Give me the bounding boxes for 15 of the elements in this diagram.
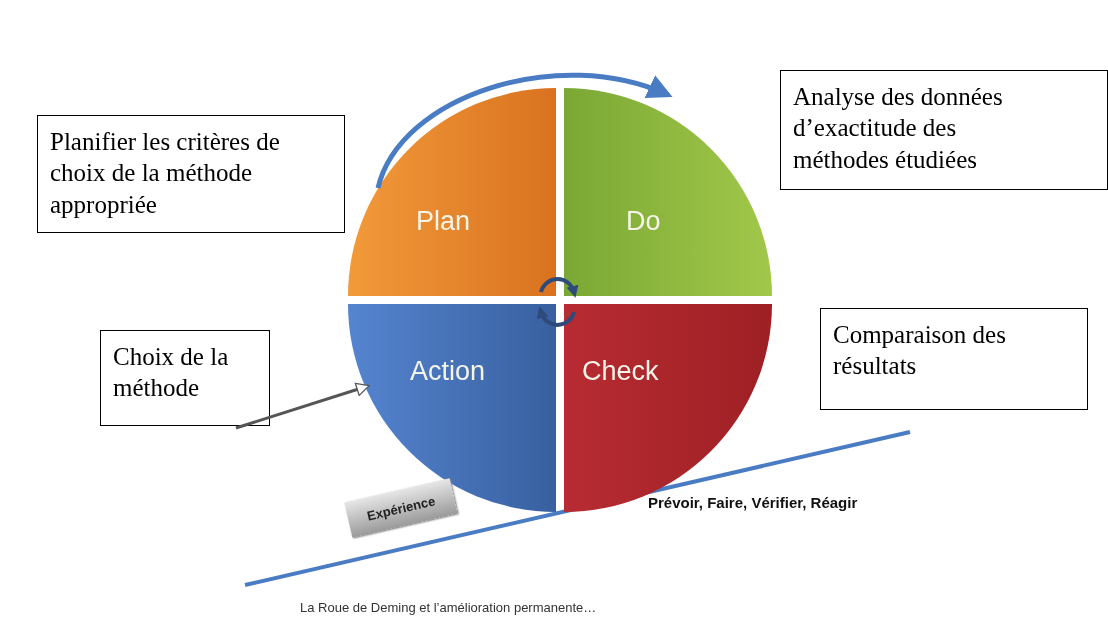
quadrant-label: Do <box>626 206 661 237</box>
arrow <box>235 382 370 430</box>
note-box: Comparaison des résultats <box>820 308 1088 410</box>
curved-arrow <box>537 306 576 327</box>
note-box: Analyse des données d’exactitude des méthodes étudiées <box>780 70 1108 190</box>
curved-arrow <box>375 72 673 189</box>
quadrant-label: Check <box>582 356 659 387</box>
curved-arrow <box>539 277 578 298</box>
quadrant-label: Action <box>410 356 486 387</box>
note-box: Choix de la méthode <box>100 330 270 426</box>
note-box: Planifier les critères de choix de la méthode appropriée <box>37 115 345 233</box>
caption: La Roue de Deming et l’amélioration permanente… <box>300 600 597 615</box>
quadrant-label: Plan <box>416 206 471 237</box>
label-tag: Expérience <box>344 478 458 538</box>
slogan-text: Prévoir, Faire, Vérifier, Réagir <box>648 494 858 511</box>
